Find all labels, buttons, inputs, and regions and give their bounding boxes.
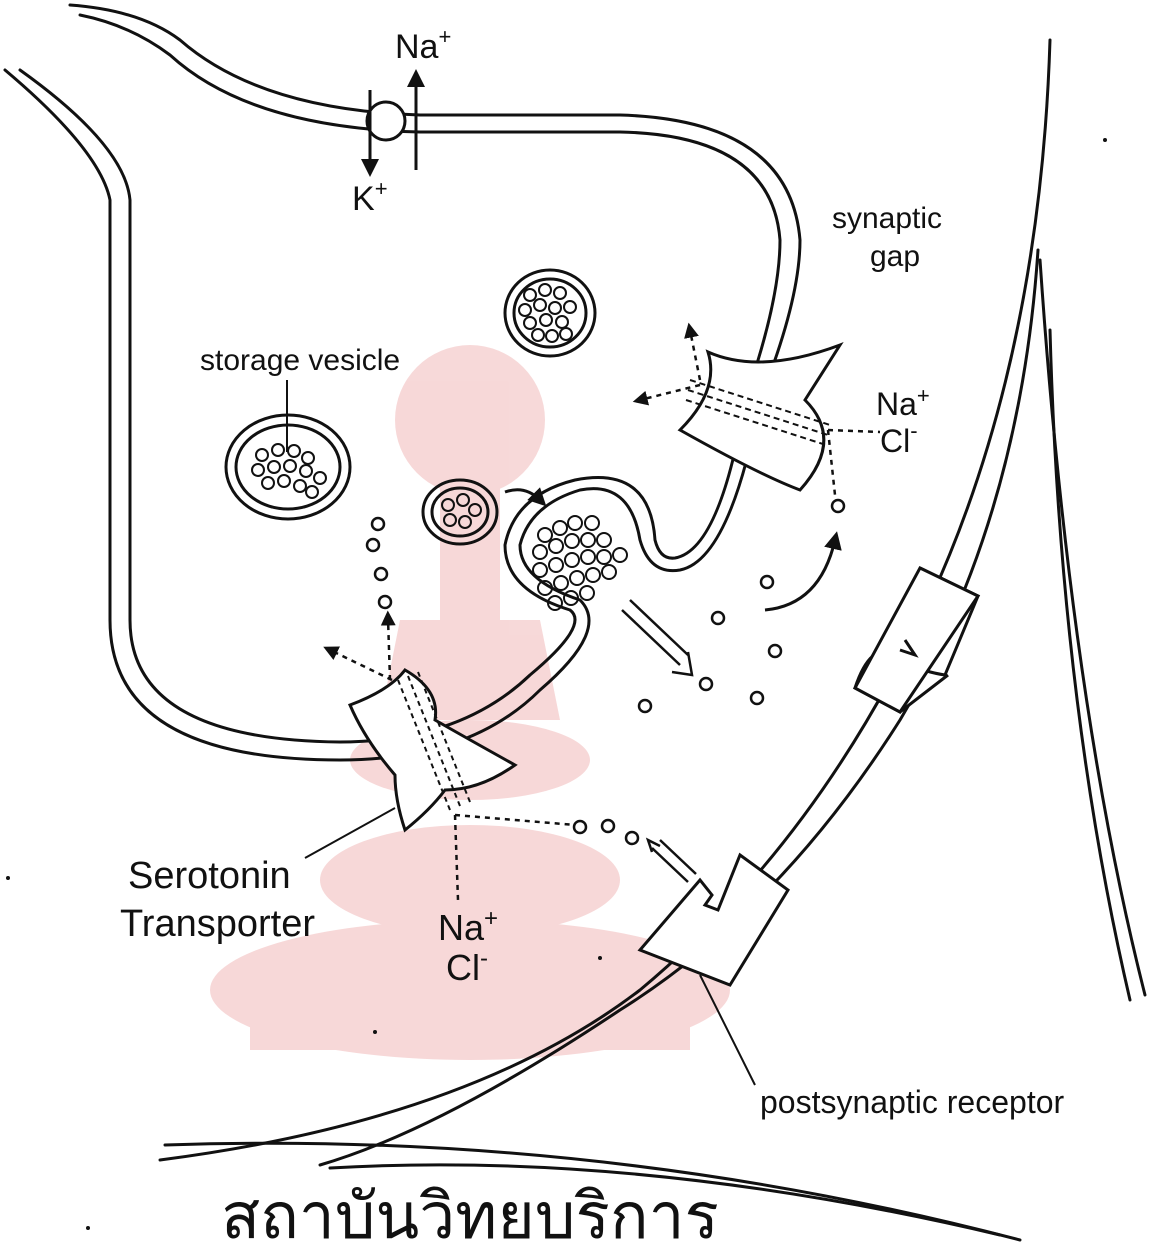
watermark-text: สถาบันวิทยบริการ — [221, 1180, 719, 1246]
vesicle-top — [505, 270, 595, 356]
k-top-label: K+ — [352, 176, 388, 218]
fusing-vesicle — [533, 516, 627, 610]
binding-arrow — [648, 840, 696, 882]
release-arrow — [622, 600, 692, 675]
receptor-upper — [855, 568, 978, 712]
serotonin-transporter-label-line1: Serotonin — [128, 855, 291, 897]
na-right-label: Na+ — [876, 383, 930, 422]
na-k-pump — [367, 78, 416, 170]
reuptake-curve-arrow — [765, 540, 835, 610]
cl-right-label: Cl- — [880, 418, 918, 459]
na-top-label: Na+ — [395, 24, 451, 66]
synaptic-gap-label-line2: gap — [870, 240, 920, 273]
storage-vesicle-label: storage vesicle — [200, 344, 400, 377]
postsynaptic-receptor-label: postsynaptic receptor — [760, 1084, 1065, 1120]
upper-transporter — [680, 345, 840, 490]
synaptic-gap-label-line1: synaptic — [832, 202, 942, 235]
serotonin-transporter-label-line2: Transporter — [120, 903, 315, 945]
